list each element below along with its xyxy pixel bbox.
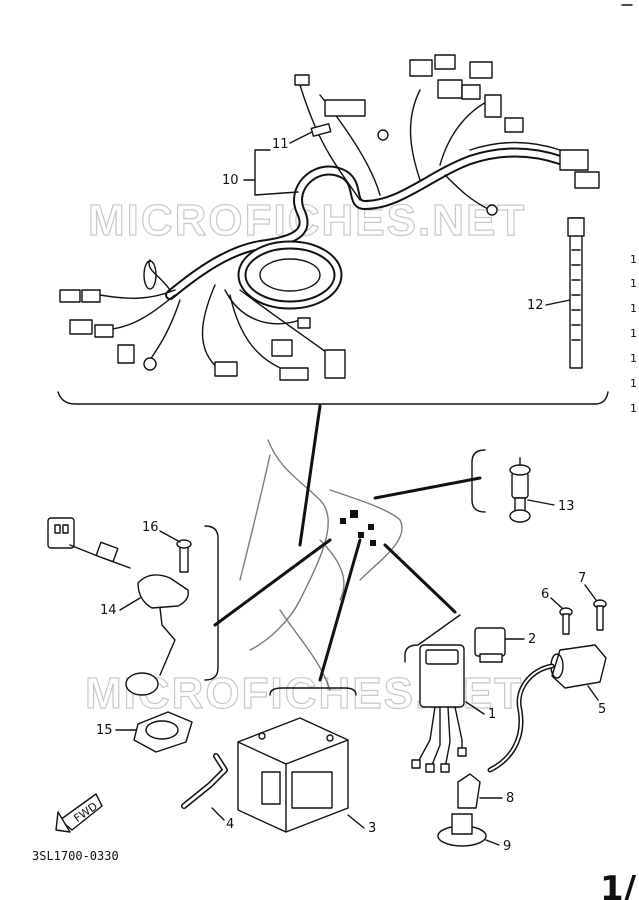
side-mark-7: 1 <box>630 402 637 415</box>
callout-4: 4 <box>226 817 234 832</box>
callout-1: 1 <box>488 707 496 722</box>
screw-6-part <box>559 607 573 635</box>
corner-mark: 1/ <box>600 869 637 900</box>
callout-15: 15 <box>96 723 113 738</box>
callout-13: 13 <box>558 499 575 514</box>
plug-cap-part <box>457 773 481 809</box>
callout-8: 8 <box>506 791 514 806</box>
leader-harness <box>298 404 322 547</box>
leader-cdi <box>383 543 457 614</box>
switch-group-bracket <box>471 449 486 513</box>
side-mark-3: 1 <box>630 302 637 315</box>
callouts: 1 2 3 4 5 6 7 8 9 10 11 12 13 14 15 16 <box>96 131 606 854</box>
mounting-point-marks <box>340 510 376 546</box>
leader-fuel-sender <box>213 538 332 627</box>
callout-10: 10 <box>222 173 239 188</box>
cap-cover-part <box>437 813 487 847</box>
callout-12: 12 <box>527 298 544 313</box>
forward-direction-arrow: FWD <box>55 793 103 833</box>
cdi-unit-part <box>411 644 467 773</box>
callout-2: 2 <box>528 632 536 647</box>
sender-group-bracket <box>204 525 219 681</box>
side-mark-6: 1 <box>630 377 637 390</box>
relay-part <box>474 627 506 663</box>
callout-7: 7 <box>578 571 586 586</box>
wire-harness-drawing <box>59 54 600 381</box>
callout-6: 6 <box>541 587 549 602</box>
callout-3: 3 <box>368 821 376 836</box>
side-mark-4: 1 <box>630 327 637 340</box>
callout-16: 16 <box>142 520 159 535</box>
callout-9: 9 <box>503 839 511 854</box>
battery-group-bracket <box>269 687 357 696</box>
battery-part <box>237 717 349 833</box>
frame-silhouette <box>239 439 403 691</box>
screw-7-part <box>593 599 607 631</box>
side-mark-5: 1 <box>630 352 637 365</box>
cdi-group-bracket <box>404 614 461 663</box>
callout-14: 14 <box>100 603 117 618</box>
side-mark-2: 1 <box>630 277 637 290</box>
breather-pipe-part <box>181 753 228 809</box>
side-mark-1: 1 <box>630 253 637 266</box>
leader-battery <box>318 538 362 682</box>
part-code: 3SL1700-0330 <box>32 849 119 863</box>
cable-band-part <box>567 217 585 369</box>
gasket-part <box>133 711 193 753</box>
switch-part <box>509 457 531 523</box>
leader-switch <box>373 476 482 500</box>
harness-group-bracket <box>57 391 609 405</box>
callout-11: 11 <box>272 137 289 152</box>
fuel-sender-part <box>47 517 192 696</box>
ignition-coil-part <box>487 644 607 773</box>
callout-5: 5 <box>598 702 606 717</box>
right-edge-marks: 1 1 1 1 1 1 1 <box>630 253 637 415</box>
